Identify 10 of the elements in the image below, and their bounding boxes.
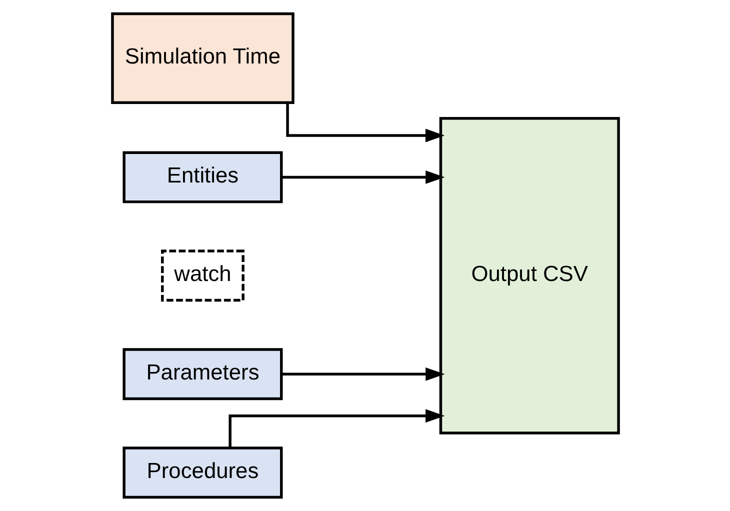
- node-box: Procedures: [122, 446, 282, 499]
- arrow: [280, 170, 444, 184]
- node-box: Parameters: [122, 348, 282, 400]
- arrow: [286, 102, 444, 142]
- arrow: [228, 409, 444, 448]
- arrow: [280, 367, 444, 381]
- node-box: Output CSV: [438, 117, 620, 434]
- node-box: watch: [160, 250, 244, 302]
- node-box: Entities: [122, 151, 282, 204]
- node-box: Simulation Time: [110, 12, 294, 104]
